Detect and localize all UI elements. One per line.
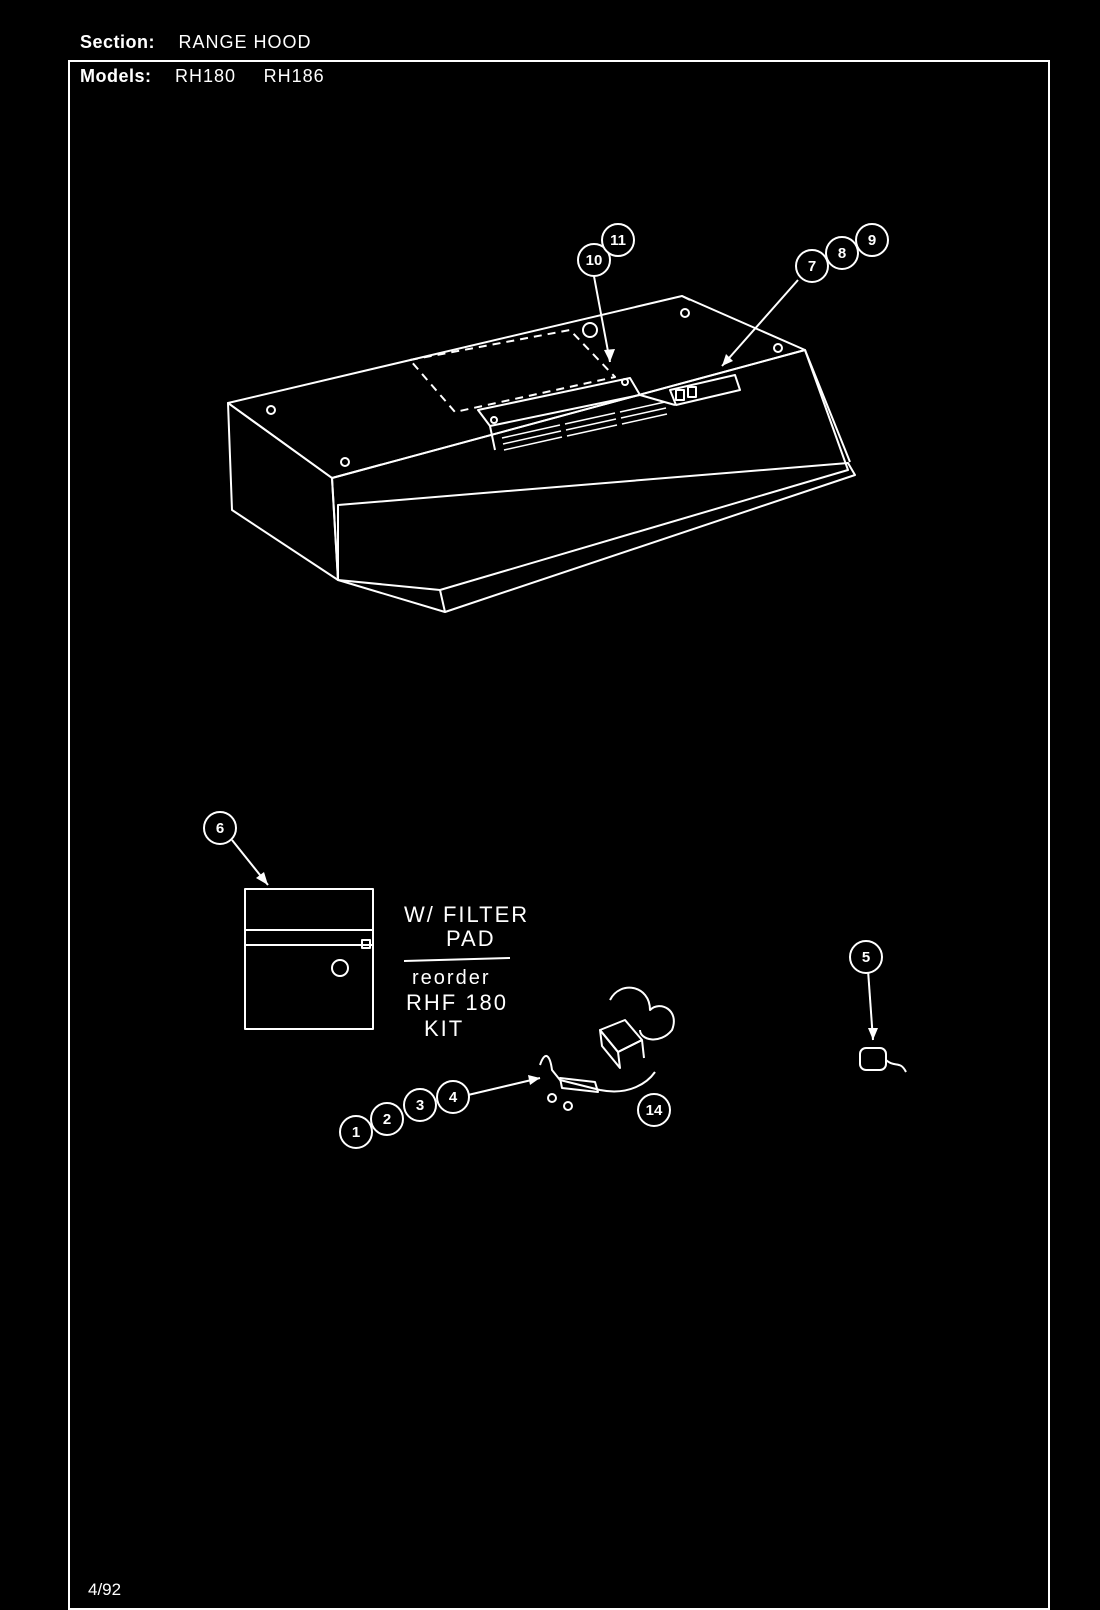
model-rh180: RH180 xyxy=(175,66,237,86)
callout-numbers: 10 11 7 8 9 6 5 1 2 3 4 14 xyxy=(216,232,876,1141)
callout-2: 2 xyxy=(383,1111,391,1128)
arrow-heads xyxy=(256,349,878,1085)
callout-3: 3 xyxy=(416,1097,424,1114)
filter-note-line2: PAD xyxy=(446,926,496,951)
parts-diagram-page: Section: RANGE HOOD Models: RH180 RH186 xyxy=(68,32,1050,1610)
callout-8: 8 xyxy=(838,245,846,262)
exploded-view-drawing: 10 11 7 8 9 6 5 1 2 3 4 14 xyxy=(203,223,907,1149)
wiring-harness xyxy=(539,1055,656,1111)
callout-1: 1 xyxy=(352,1124,360,1141)
section-label: Section: xyxy=(80,32,156,52)
callout-6: 6 xyxy=(216,820,224,837)
callout-circles xyxy=(203,223,889,1149)
models-label: Models: xyxy=(80,66,152,86)
model-rh186: RH186 xyxy=(263,66,325,86)
filter-note-line4: RHF 180 xyxy=(406,990,509,1015)
callout-4: 4 xyxy=(449,1089,458,1106)
filter-note-line5: KIT xyxy=(424,1016,465,1041)
light-socket xyxy=(859,1047,907,1073)
callout-9: 9 xyxy=(868,232,876,249)
callout-11: 11 xyxy=(610,232,626,249)
callout-7: 7 xyxy=(808,258,816,275)
note-rule xyxy=(403,957,511,962)
fan-motor-assembly xyxy=(599,986,675,1069)
callout-14: 14 xyxy=(646,1102,663,1119)
filter-note-line1: W/ FILTER xyxy=(404,902,530,927)
section-row: Section: RANGE HOOD xyxy=(80,32,334,53)
callout-5: 5 xyxy=(862,949,870,966)
revision-date: 4/92 xyxy=(88,1580,122,1599)
range-hood-body xyxy=(227,295,856,613)
callout-10: 10 xyxy=(586,252,603,269)
grease-filter xyxy=(244,888,374,1030)
models-row: Models: RH180 RH186 xyxy=(80,66,347,87)
filter-note-line3: reorder xyxy=(412,967,491,989)
section-value: RANGE HOOD xyxy=(178,32,312,52)
